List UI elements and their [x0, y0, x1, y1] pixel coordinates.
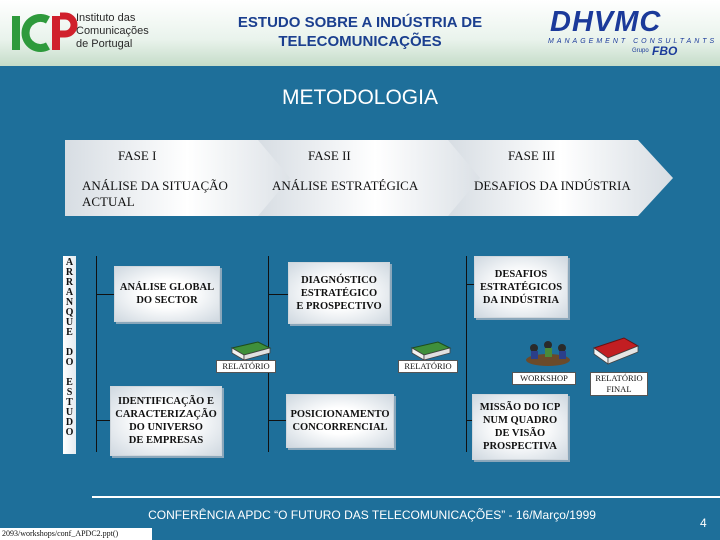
final-report-caption-line: FINAL: [606, 384, 632, 394]
vchar: O: [65, 427, 74, 438]
box-line: DA INDÚSTRIA: [482, 294, 560, 306]
phase-2-subtitle: ANÁLISE ESTRATÉGICA: [272, 178, 419, 193]
vchar: E: [66, 327, 73, 338]
org-line: Instituto das: [76, 12, 136, 24]
workshop-meeting-icon: [526, 341, 570, 366]
dhvmc-logo: DHVMC MANAGEMENT CONSULTANTS Grupo FBO: [540, 6, 714, 58]
connector-line: [268, 256, 269, 452]
phase-2-label: FASE II: [308, 148, 351, 163]
box-line: NUM QUADRO: [482, 415, 558, 426]
vchar: O: [65, 357, 74, 368]
vchar: Q: [65, 307, 74, 318]
vertical-label-box: [63, 256, 76, 454]
phase-1-subtitle-line: ACTUAL: [82, 194, 135, 209]
phase-3-label: FASE III: [508, 148, 556, 163]
vchar: E: [66, 377, 73, 388]
box-line: POSICIONAMENTO: [290, 409, 390, 420]
icp-logo: [12, 12, 78, 52]
vchar: U: [65, 317, 74, 328]
report-book-icon: [410, 341, 452, 361]
header-bar: [0, 0, 720, 66]
vchar: R: [65, 267, 74, 278]
dhvmc-tagline: MANAGEMENT CONSULTANTS: [548, 38, 718, 45]
box-line: DE VISÃO: [494, 428, 546, 439]
box-line: DO UNIVERSO: [129, 422, 203, 433]
box-line: DESAFIOS: [494, 268, 548, 280]
box-line: DE EMPRESAS: [128, 435, 204, 446]
final-report-book-icon: [592, 337, 640, 365]
dhvmc-wordmark: DHVMC: [550, 6, 662, 38]
global-analysis-box: ANÁLISE GLOBAL DO SECTOR: [114, 266, 220, 322]
footer-divider: [92, 496, 720, 498]
box-line: ESTRATÉGICOS: [479, 281, 563, 293]
connector-line: [268, 420, 286, 421]
box-line: DIAGNÓSTICO: [301, 274, 377, 286]
final-report-caption: RELATÓRIO FINAL: [590, 372, 648, 396]
vertical-label: A R R A N Q U E D O E S T U D O: [63, 258, 76, 438]
vchar: R: [65, 277, 74, 288]
org-line: de Portugal: [76, 38, 133, 50]
connector-line: [466, 256, 467, 452]
org-line: Comunicações: [76, 25, 149, 37]
box-line: ANÁLISE GLOBAL: [119, 282, 215, 293]
connector-line: [96, 294, 116, 295]
vchar: A: [65, 287, 74, 298]
report-caption-2: RELATÓRIO: [398, 360, 458, 373]
vchar: S: [66, 387, 73, 398]
report-book-icon: [230, 341, 272, 361]
report-caption-1: RELATÓRIO: [216, 360, 276, 373]
mission-box: MISSÃO DO ICP NUM QUADRO DE VISÃO PROSPE…: [472, 394, 568, 460]
header-title-line2: TELECOMUNICAÇÕES: [278, 33, 442, 50]
phase-3-chevron: [448, 140, 673, 216]
final-report-caption-line: RELATÓRIO: [595, 373, 643, 383]
phase-2-chevron: [258, 140, 493, 216]
box-line: E PROSPECTIVO: [296, 300, 382, 312]
connector-line: [96, 420, 110, 421]
vchar: D: [65, 347, 74, 358]
box-line: ESTRATÉGICO: [300, 287, 378, 299]
connector-line: [466, 420, 472, 421]
vchar: U: [65, 407, 74, 418]
vchar: T: [66, 397, 73, 408]
connector-line: [466, 284, 476, 285]
box-line: IDENTIFICAÇÃO E: [118, 396, 214, 407]
positioning-box: POSICIONAMENTO CONCORRENCIAL: [286, 394, 394, 448]
workshop-caption: WORKSHOP: [512, 372, 576, 385]
vchar: A: [65, 257, 74, 268]
phase-1-chevron: [65, 140, 310, 216]
header-title-line1: ESTUDO SOBRE A INDÚSTRIA DE: [237, 14, 483, 31]
box-line: DO SECTOR: [136, 295, 198, 306]
challenges-box: DESAFIOS ESTRATÉGICOS DA INDÚSTRIA: [474, 256, 568, 318]
box-line: MISSÃO DO ICP: [479, 402, 561, 413]
identification-box: IDENTIFICAÇÃO E CARACTERIZAÇÃO DO UNIVER…: [110, 386, 222, 456]
org-name: Instituto das Comunicações de Portugal: [76, 12, 149, 51]
box-line: PROSPECTIVA: [483, 441, 557, 452]
diagnosis-box: DIAGNÓSTICO ESTRATÉGICO E PROSPECTIVO: [288, 262, 390, 324]
box-line: CARACTERIZAÇÃO: [115, 409, 217, 420]
page-number: 4: [700, 516, 707, 530]
phase-3-subtitle: DESAFIOS DA INDÚSTRIA: [474, 178, 631, 193]
fbo-logo: FBO: [652, 44, 678, 58]
group-label: Grupo: [632, 48, 649, 54]
file-path: 2093/workshops/conf_APDC2.ppt(): [0, 528, 152, 540]
box-line: CONCORRENCIAL: [292, 422, 388, 433]
phase-1-subtitle: ANÁLISE DA SITUAÇÃO ACTUAL: [82, 178, 228, 210]
vchar: N: [65, 297, 74, 308]
vchar: D: [65, 417, 74, 428]
phase-1-label: FASE I: [118, 148, 157, 163]
conference-footer: CONFERÊNCIA APDC “O FUTURO DAS TELECOMUN…: [148, 508, 596, 522]
connector-line: [96, 256, 97, 452]
main-title: METODOLOGIA: [282, 86, 438, 109]
connector-line: [268, 294, 288, 295]
phase-1-subtitle-line: ANÁLISE DA SITUAÇÃO: [82, 178, 228, 193]
